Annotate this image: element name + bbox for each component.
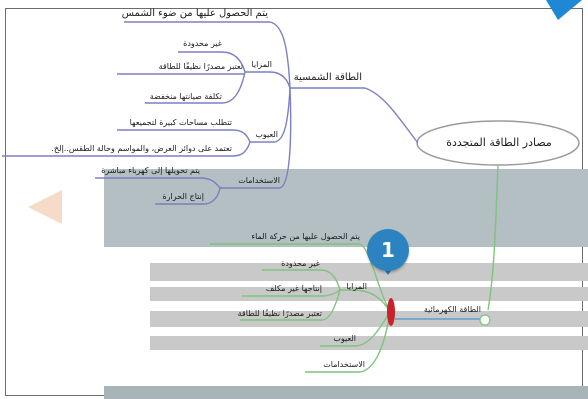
solar-uses-label[interactable]: الاستخدامات: [238, 176, 280, 185]
hydro-advantage-item[interactable]: تعتبر مصدرًا نظيفًا للطاقة: [237, 309, 322, 318]
root-node-label[interactable]: مصادر الطاقة المتجددة: [446, 136, 552, 149]
hydro-uses-label[interactable]: الاستخدامات: [323, 360, 365, 369]
hydro-node-label[interactable]: الطاقة الكهرمائية: [423, 305, 481, 314]
hydro-advantages-label[interactable]: المزايا: [346, 282, 367, 291]
highlight-band-row: [150, 311, 588, 327]
highlight-band-bottom: [104, 386, 588, 399]
corner-marker-icon: [546, 0, 582, 20]
solar-advantage-item[interactable]: تعتبر مصدرًا نظيفًا للطاقة: [158, 62, 243, 71]
highlight-band-solar-uses: [104, 169, 588, 247]
hydro-advantage-item[interactable]: غير محدودة: [281, 259, 320, 268]
solar-node-label[interactable]: الطاقة الشمسية: [293, 72, 362, 83]
solar-source-text[interactable]: يتم الحصول عليها من ضوء الشمس: [121, 8, 268, 19]
hydro-node-marker: [387, 298, 395, 326]
solar-disadvantage-item[interactable]: تعتمد على دوائر العرض، والمواسم وحالة ال…: [51, 144, 232, 153]
hydro-advantage-item[interactable]: إنتاجها غير مكلف: [265, 284, 322, 293]
hydro-node-underline: [395, 318, 480, 320]
solar-disadvantages-label[interactable]: العيوب: [255, 130, 278, 139]
hydro-disadvantages-label[interactable]: العيوب: [333, 334, 356, 343]
solar-advantage-item[interactable]: غير محدودة: [183, 39, 222, 48]
highlight-band-row: [150, 287, 588, 301]
collapse-toggle-icon: [479, 314, 491, 326]
left-arrow-icon: [28, 190, 62, 224]
solar-use-item[interactable]: يتم تحويلها إلى كهرباء مباشرة: [101, 166, 200, 175]
highlight-band-row: [150, 336, 588, 350]
solar-use-item[interactable]: إنتاج الحرارة: [162, 192, 204, 201]
solar-disadvantage-item[interactable]: تتطلب مساحات كبيرة لتجميعها: [129, 118, 232, 127]
hydro-source-text[interactable]: يتم الحصول عليها من حركة الماء: [251, 232, 360, 241]
highlight-band-row: [150, 263, 588, 281]
solar-advantages-label[interactable]: المزايا: [251, 60, 272, 69]
callout-badge: 1: [367, 229, 409, 271]
solar-advantage-item[interactable]: تكلفة صيانتها منخفضة: [149, 92, 222, 101]
